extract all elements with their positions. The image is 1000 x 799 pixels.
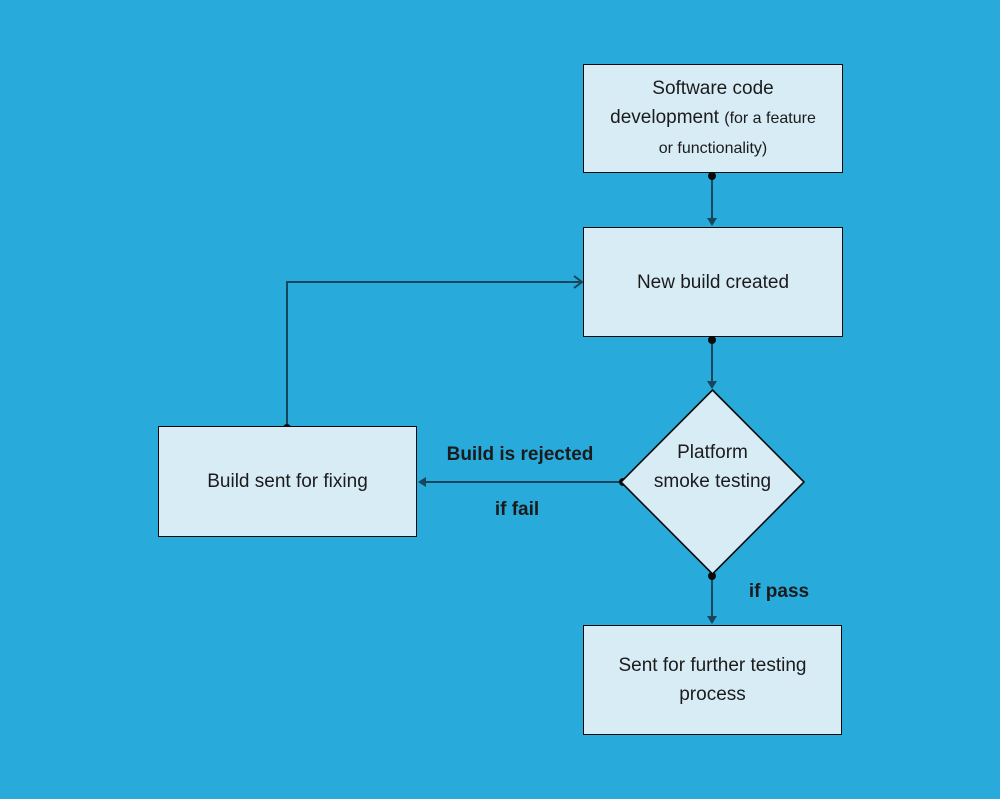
node-text-note: (for a feature or functionality) xyxy=(658,110,816,157)
edge-build-to-testing xyxy=(707,336,717,389)
edge-fixing-to-build-loop xyxy=(283,275,584,432)
connection-dot xyxy=(708,572,716,580)
connection-dot xyxy=(708,336,716,344)
arrowhead-down-icon xyxy=(707,218,717,226)
node-label: Software code development (for a feature… xyxy=(608,74,818,163)
edge-testing-to-further xyxy=(707,572,717,624)
arrowhead-right-icon xyxy=(573,275,584,289)
decision-diamond-smoke-testing xyxy=(619,388,806,576)
arrowhead-down-icon xyxy=(707,616,717,624)
edge-label-if-pass: if pass xyxy=(748,581,810,602)
node-text-main: Software code development xyxy=(610,78,774,128)
node-label: Build sent for fixing xyxy=(207,471,368,492)
edge-label-if-fail: if fail xyxy=(494,499,540,520)
connection-dot xyxy=(708,172,716,180)
edge-label-build-is-rejected: Build is rejected xyxy=(446,444,594,465)
arrowhead-down-icon xyxy=(707,381,717,389)
edge-dev-to-build xyxy=(707,172,717,226)
node-build-sent-for-fixing: Build sent for fixing xyxy=(158,426,417,537)
edge-testing-to-fixing xyxy=(418,477,627,487)
node-label: New build created xyxy=(636,271,790,293)
node-label: Sent for further testing process xyxy=(618,655,807,705)
node-software-code-development: Software code development (for a feature… xyxy=(583,64,843,173)
arrowhead-left-icon xyxy=(418,477,426,487)
decision-diamond-label: Platform smoke testing xyxy=(653,442,772,492)
node-sent-for-further-testing: Sent for further testing process xyxy=(583,625,842,735)
node-new-build-created: New build created xyxy=(583,227,843,337)
